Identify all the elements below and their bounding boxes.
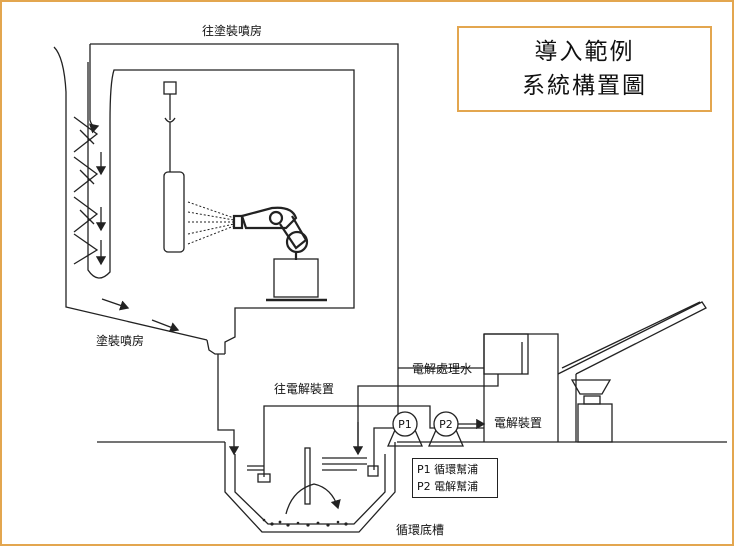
label-spray-booth: 塗裝噴房 (96, 333, 144, 348)
return-pipe-top (90, 43, 399, 414)
label-circulation-tank: 循環底槽 (396, 522, 444, 537)
tank-water-lines (247, 457, 367, 471)
title-line-1: 導入範例 (534, 39, 635, 65)
booth-baffles (73, 116, 99, 265)
pump-p1 (387, 411, 423, 447)
pump-p2 (428, 411, 464, 447)
collector-hopper (570, 379, 613, 443)
label-to-spray-booth: 往塗裝噴房 (202, 23, 262, 38)
flow-arrow (101, 298, 130, 311)
title-box: 導入範例 系統構置圖 (457, 26, 712, 112)
circulation-arrow (285, 483, 341, 515)
tank-body (224, 442, 396, 533)
label-electrolyzed-water: 電解處理水 (412, 362, 472, 376)
flow-arrow (151, 319, 180, 333)
booth-outer-wall (53, 46, 208, 341)
conveyor-ramp (557, 301, 707, 375)
pump-p2-label: P2 (439, 418, 453, 431)
booth-outlet (206, 339, 225, 355)
tank-inner (234, 454, 386, 525)
drain-pipe (217, 354, 240, 456)
spray-mist (187, 201, 235, 245)
p1-pipe (373, 427, 394, 470)
title-line-2: 系統構置圖 (522, 73, 647, 99)
label-to-electrolysis: 往電解裝置 (274, 381, 334, 396)
workpiece (163, 171, 185, 253)
booth-inner-wall (87, 62, 355, 354)
tank-sludge (262, 518, 348, 527)
suction-head-left (257, 473, 271, 483)
electrolysis-unit (483, 333, 559, 442)
pump-legend: P1 循環幫浦 P2 電解幫浦 (412, 458, 498, 498)
legend-p1: P1 循環幫浦 (417, 463, 479, 476)
conveyor-ramp-inner (561, 301, 701, 369)
robot-base (273, 258, 319, 298)
suction-head-right (367, 465, 379, 477)
pump-p1-label: P1 (398, 418, 412, 431)
robot-arm (232, 206, 309, 260)
tank-baffle (304, 447, 311, 505)
label-electrolysis-unit: 電解裝置 (494, 416, 542, 430)
return-pipe (88, 44, 100, 134)
hanger-block (163, 81, 177, 95)
legend-p2: P2 電解幫浦 (417, 480, 479, 493)
